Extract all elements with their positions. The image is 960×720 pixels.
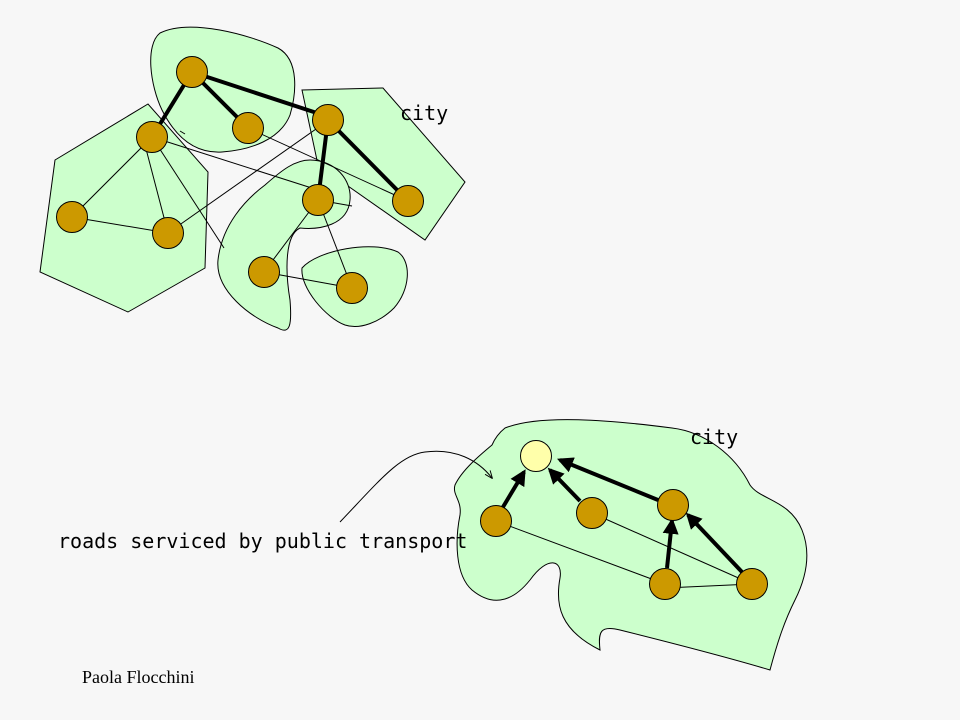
edge-thin [179,130,186,135]
graph-node [649,568,681,600]
graph-node [136,121,168,153]
edge-thick-arrow [547,467,582,503]
edge-thick-arrow [685,512,744,574]
graph-node [176,56,208,88]
region-bottom-city [453,419,808,671]
graph-node [56,201,88,233]
graph-node [392,185,424,217]
graph-node [736,568,768,600]
graph-node [480,505,512,537]
edge-thick [326,118,410,203]
graph-node [232,112,264,144]
graph-node [576,497,608,529]
edge-thin [151,136,319,191]
root-node [520,440,552,472]
edge-thick-arrow [557,457,659,502]
edge-thick [191,70,327,118]
graph-node [336,272,368,304]
edge-thin [71,136,153,218]
bottom-city-graph: city roads serviced by public transport [58,419,808,671]
edge-thin [591,512,753,585]
edge-thick-arrow [662,517,679,569]
graph-node [152,217,184,249]
graph-node [312,104,344,136]
top-city-graph: city [39,26,466,331]
top-city-label: city [400,101,448,125]
callout-label: roads serviced by public transport [58,529,467,553]
graph-node [302,184,334,216]
edge-thin [151,136,225,249]
callout-arrow [339,450,492,523]
edge-thin [247,127,409,202]
graph-node [248,256,280,288]
bottom-city-label: city [690,425,738,449]
edge-thin [71,216,169,234]
edge-thick-arrow [501,469,526,509]
graph-node [657,489,689,521]
footer-author: Paola Flocchini [82,667,194,687]
region-left-hexagon [39,103,209,313]
edge-thin [495,520,666,585]
edge-thin [167,121,327,234]
